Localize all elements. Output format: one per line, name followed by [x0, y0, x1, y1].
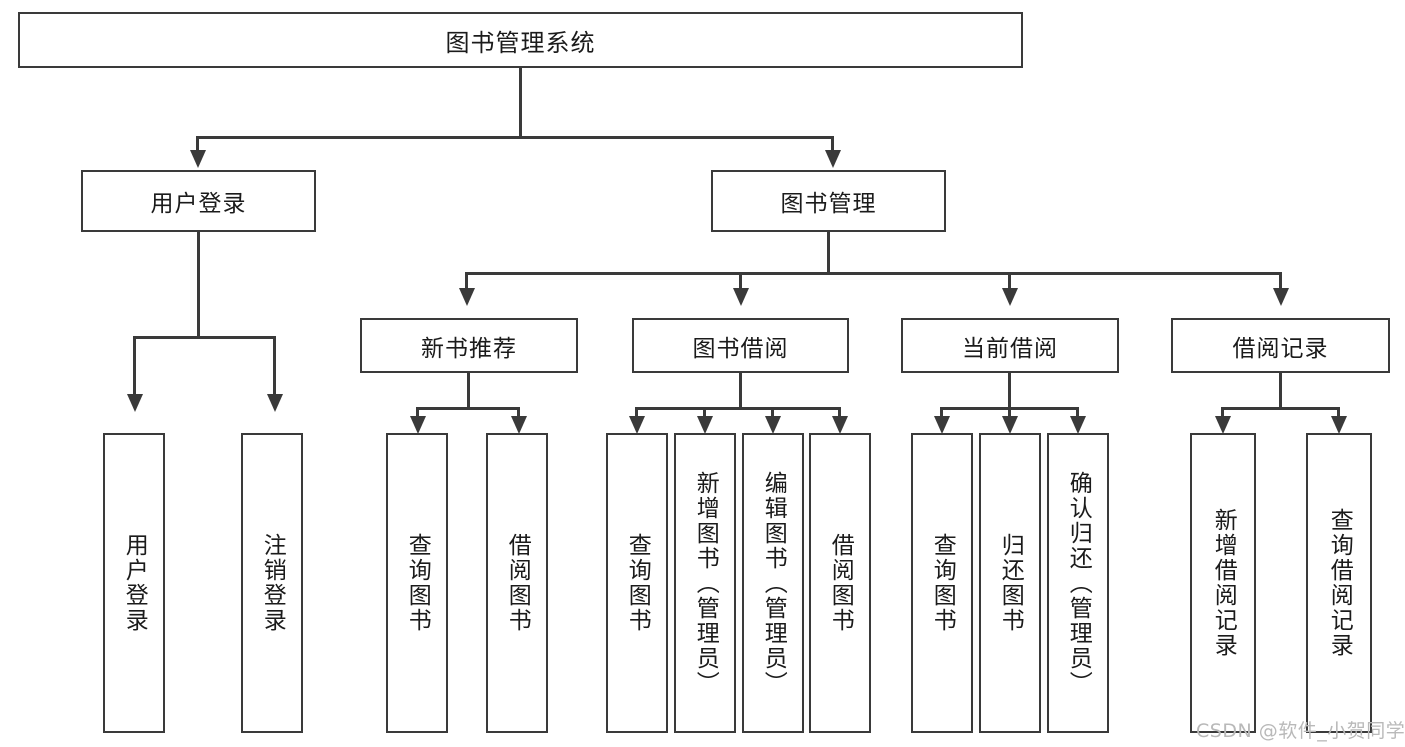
edge-cb-to-leaf-2 [1076, 407, 1079, 421]
arrow-user-login-to-leaf-0 [127, 394, 143, 412]
edge-bb-to-leaf-0 [635, 407, 638, 421]
leaf-borrow-record-0-label: 新增借阅记录 [1210, 508, 1237, 658]
leaf-current-borrow-1[interactable]: 归还图书 [979, 433, 1041, 733]
node-borrow-record[interactable]: 借阅记录 [1171, 318, 1390, 373]
edge-user-login-trunk [197, 232, 200, 338]
node-book-management-label: 图书管理 [780, 191, 877, 217]
node-user-login-label: 用户登录 [150, 191, 247, 217]
node-new-book-recommend-label: 新书推荐 [421, 335, 517, 362]
edge-book-management-trunk [827, 232, 830, 274]
leaf-new-book-recommend-1[interactable]: 借阅图书 [486, 433, 548, 733]
edge-cb-trunk [1008, 373, 1011, 409]
leaf-user-login-0[interactable]: 用户登录 [103, 433, 165, 733]
leaf-current-borrow-2-label: 确认归还（管理员） [1065, 470, 1092, 696]
arrow-cb-to-leaf-1 [1002, 416, 1018, 434]
leaf-new-book-recommend-1-label: 借阅图书 [504, 533, 531, 633]
arrow-bb-to-leaf-3 [832, 416, 848, 434]
leaf-book-borrow-3-label: 借阅图书 [827, 533, 854, 633]
arrow-root-to-book-management [825, 150, 841, 168]
edge-user-login-to-leaf-1 [273, 336, 276, 398]
leaf-borrow-record-0[interactable]: 新增借阅记录 [1190, 433, 1256, 733]
arrow-nbr-to-leaf-1 [511, 416, 527, 434]
node-current-borrow[interactable]: 当前借阅 [901, 318, 1119, 373]
node-book-management[interactable]: 图书管理 [711, 170, 946, 232]
arrow-user-login-to-leaf-1 [267, 394, 283, 412]
leaf-book-borrow-2-label: 编辑图书（管理员） [760, 470, 787, 696]
leaf-current-borrow-0-label: 查询图书 [929, 533, 956, 633]
arrow-bb-to-leaf-0 [629, 416, 645, 434]
leaf-borrow-record-1[interactable]: 查询借阅记录 [1306, 433, 1372, 733]
arrow-bm-to-current-borrow [1002, 288, 1018, 306]
arrow-cb-to-leaf-2 [1070, 416, 1086, 434]
arrow-br-to-leaf-1 [1331, 416, 1347, 434]
node-book-borrow-label: 图书借阅 [692, 335, 789, 362]
leaf-user-login-0-label: 用户登录 [121, 533, 148, 633]
edge-root-to-book-management [831, 136, 834, 154]
watermark-csdn: CSDN @软件_小贺同学 [1196, 716, 1405, 743]
leaf-current-borrow-0[interactable]: 查询图书 [911, 433, 973, 733]
node-book-borrow[interactable]: 图书借阅 [632, 318, 849, 373]
leaf-new-book-recommend-0[interactable]: 查询图书 [386, 433, 448, 733]
leaf-book-borrow-1[interactable]: 新增图书（管理员） [674, 433, 736, 733]
edge-nbr-to-leaf-0 [416, 407, 419, 421]
edge-br-to-leaf-1 [1337, 407, 1340, 421]
leaf-user-login-1-label: 注销登录 [259, 533, 286, 633]
edge-cb-to-leaf-1 [1008, 407, 1011, 421]
edge-book-management-bus [466, 272, 1282, 275]
leaf-book-borrow-1-label: 新增图书（管理员） [692, 470, 719, 696]
edge-br-to-leaf-0 [1221, 407, 1224, 421]
edge-nbr-bus [417, 407, 520, 410]
arrow-bm-to-borrow-record [1273, 288, 1289, 306]
leaf-book-borrow-0[interactable]: 查询图书 [606, 433, 668, 733]
leaf-current-borrow-2[interactable]: 确认归还（管理员） [1047, 433, 1109, 733]
edge-nbr-trunk [467, 373, 470, 409]
edge-br-bus [1222, 407, 1340, 410]
edge-bb-to-leaf-2 [771, 407, 774, 421]
node-current-borrow-label: 当前借阅 [962, 335, 1058, 362]
edge-br-trunk [1279, 373, 1282, 409]
edge-root-trunk [519, 68, 522, 138]
edge-user-login-bus [134, 336, 276, 339]
edge-user-login-to-leaf-0 [133, 336, 136, 398]
edge-bb-bus [636, 407, 841, 410]
watermark-text: CSDN @软件_小贺同学 [1196, 720, 1405, 742]
node-new-book-recommend[interactable]: 新书推荐 [360, 318, 578, 373]
arrow-bb-to-leaf-1 [697, 416, 713, 434]
edge-bm-to-new-book [465, 272, 468, 292]
edge-cb-to-leaf-0 [940, 407, 943, 421]
node-borrow-record-label: 借阅记录 [1232, 335, 1329, 362]
leaf-user-login-1[interactable]: 注销登录 [241, 433, 303, 733]
node-user-login[interactable]: 用户登录 [81, 170, 316, 232]
leaf-current-borrow-1-label: 归还图书 [997, 533, 1024, 633]
edge-bb-trunk [739, 373, 742, 409]
leaf-book-borrow-3[interactable]: 借阅图书 [809, 433, 871, 733]
arrow-bm-to-book-borrow [733, 288, 749, 306]
node-root-label: 图书管理系统 [445, 28, 596, 57]
leaf-borrow-record-1-label: 查询借阅记录 [1326, 508, 1353, 658]
arrow-nbr-to-leaf-0 [410, 416, 426, 434]
edge-bm-to-borrow-record [1279, 272, 1282, 292]
edge-bm-to-book-borrow [739, 272, 742, 292]
arrow-cb-to-leaf-0 [934, 416, 950, 434]
leaf-book-borrow-0-label: 查询图书 [624, 533, 651, 633]
edge-root-bus [196, 136, 833, 139]
arrow-bm-to-new-book [459, 288, 475, 306]
edge-bb-to-leaf-3 [838, 407, 841, 421]
edge-bm-to-current-borrow [1008, 272, 1011, 292]
edge-bb-to-leaf-1 [703, 407, 706, 421]
edge-nbr-to-leaf-1 [517, 407, 520, 421]
leaf-new-book-recommend-0-label: 查询图书 [404, 533, 431, 633]
leaf-book-borrow-2[interactable]: 编辑图书（管理员） [742, 433, 804, 733]
arrow-bb-to-leaf-2 [765, 416, 781, 434]
arrow-root-to-user-login [190, 150, 206, 168]
edge-root-to-user-login [196, 136, 199, 154]
arrow-br-to-leaf-0 [1215, 416, 1231, 434]
node-root-book-management-system[interactable]: 图书管理系统 [18, 12, 1023, 68]
